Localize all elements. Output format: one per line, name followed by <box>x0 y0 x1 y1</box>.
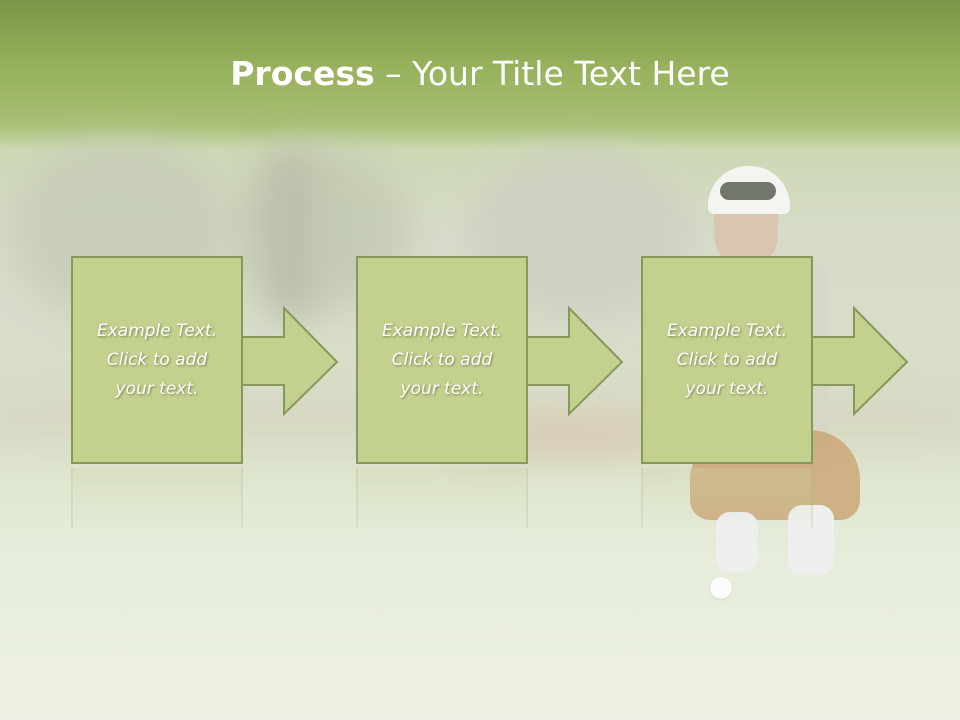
step-reflection <box>356 468 624 538</box>
slide-title[interactable]: Process – Your Title Text Here <box>0 52 960 96</box>
arrow-right-icon <box>808 305 909 417</box>
process-step-2[interactable]: Example Text. Click to add your text. <box>356 256 624 468</box>
step-text: Example Text. Click to add your text. <box>96 320 218 399</box>
title-bold-word: Process <box>230 54 375 93</box>
step-box[interactable]: Example Text. Click to add your text. <box>641 256 813 464</box>
process-step-1[interactable]: Example Text. Click to add your text. <box>71 256 339 468</box>
golf-ball <box>710 577 732 599</box>
step-text: Example Text. Click to add your text. <box>381 320 503 399</box>
background-tree-trunk <box>270 150 310 320</box>
title-text: – Your Title Text Here <box>374 54 730 93</box>
arrow-right-icon <box>523 305 624 417</box>
step-reflection <box>71 468 339 538</box>
step-box[interactable]: Example Text. Click to add your text. <box>356 256 528 464</box>
step-box[interactable]: Example Text. Click to add your text. <box>71 256 243 464</box>
step-text: Example Text. Click to add your text. <box>666 320 788 399</box>
step-reflection <box>641 468 909 538</box>
arrow-right-icon <box>238 305 339 417</box>
process-step-3[interactable]: Example Text. Click to add your text. <box>641 256 909 468</box>
